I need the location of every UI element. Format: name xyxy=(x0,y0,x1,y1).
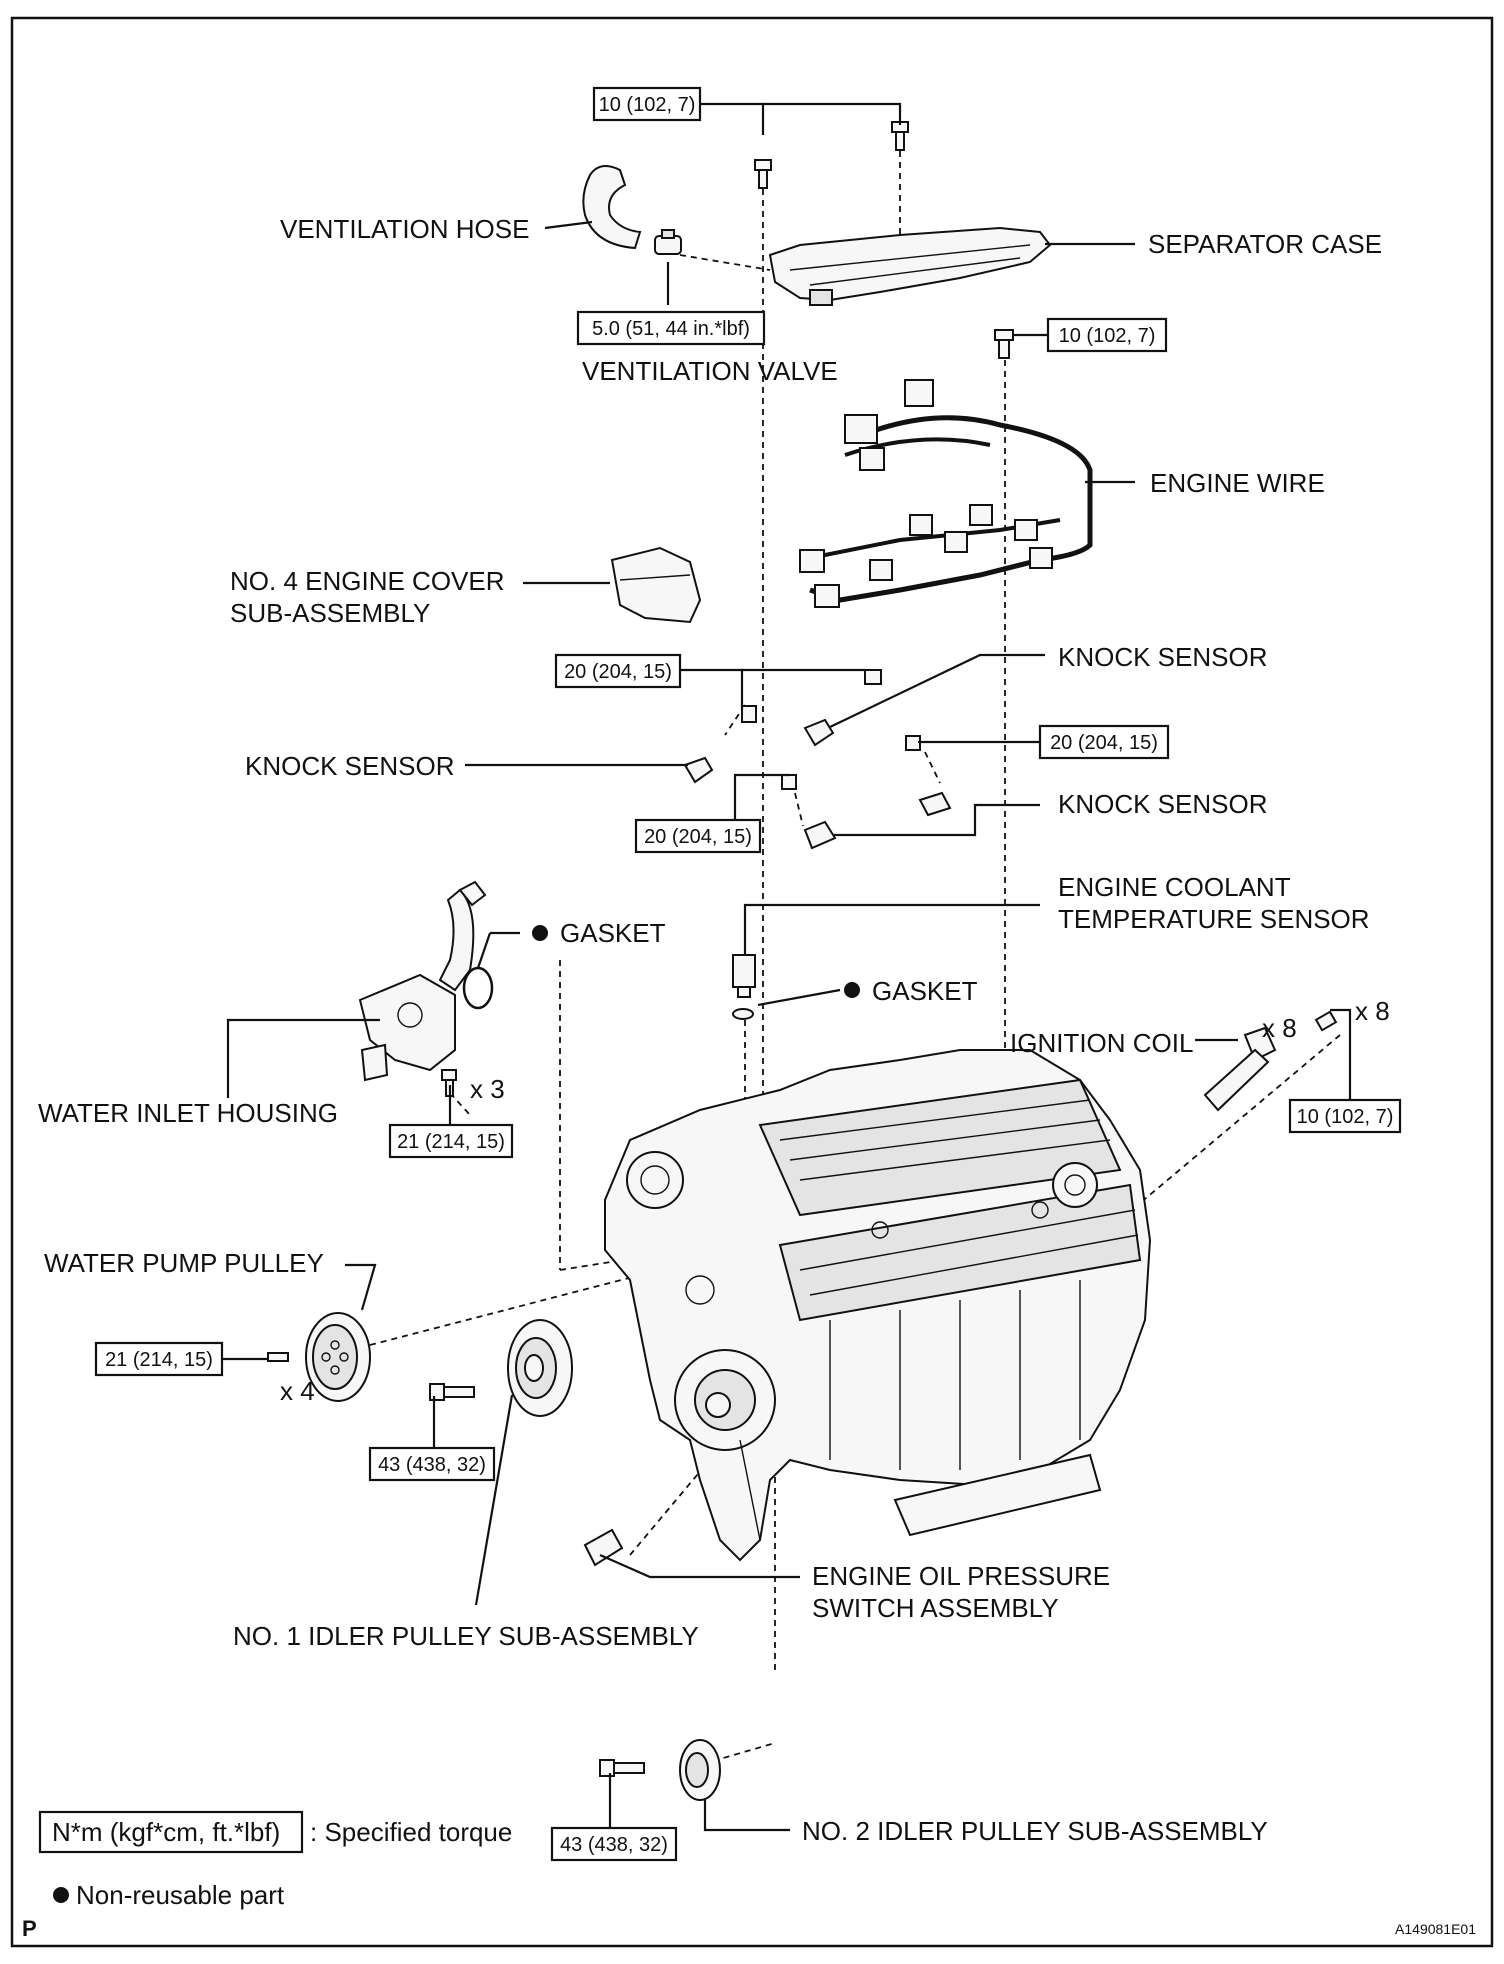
qty-ignition-coil-bolts: x 8 xyxy=(1355,996,1390,1026)
qty-ignition-coil: x 8 xyxy=(1262,1013,1297,1043)
label-no4-engine-cover-line2: SUB-ASSEMBLY xyxy=(230,598,430,628)
torque-value: 20 (204, 15) xyxy=(1050,732,1158,754)
label-ect-line1: ENGINE COOLANT xyxy=(1058,872,1291,902)
footer-left-mark: P xyxy=(22,1916,37,1941)
label-ventilation-valve: VENTILATION VALVE xyxy=(582,356,838,386)
torque-value: 43 (438, 32) xyxy=(378,1454,486,1476)
ect-sensor-drawing xyxy=(732,954,756,1020)
ventilation-hose-drawing xyxy=(582,165,642,250)
torque-value: 21 (214, 15) xyxy=(105,1349,213,1371)
label-ventilation-hose: VENTILATION HOSE xyxy=(280,214,529,244)
water-pump-pulley-drawing xyxy=(267,1312,371,1402)
torque-box-water-inlet: 21 (214, 15) xyxy=(388,1123,514,1159)
separator-case-drawing xyxy=(768,226,1052,302)
torque-value: 10 (102, 7) xyxy=(1297,1106,1394,1128)
qty-water-inlet-bolts: x 3 xyxy=(470,1074,505,1104)
non-reusable-bullet-icon xyxy=(53,1887,69,1903)
assembly-lines xyxy=(369,140,1341,1762)
ventilation-valve-drawing xyxy=(654,229,682,255)
label-no1-idler-pulley: NO. 1 IDLER PULLEY SUB-ASSEMBLY xyxy=(233,1621,699,1651)
legend-torque-text: : Specified torque xyxy=(310,1817,512,1847)
label-oil-pressure-line2: SWITCH ASSEMBLY xyxy=(812,1593,1059,1623)
legend-torque-unit: N*m (kgf*cm, ft.*lbf) xyxy=(52,1817,280,1847)
torque-box-ignition-coil: 10 (102, 7) xyxy=(1288,1098,1402,1134)
engine-wire-drawing xyxy=(799,379,1093,608)
page-frame xyxy=(10,16,1494,1948)
torque-box-knock-top: 20 (204, 15) xyxy=(554,653,682,689)
label-no2-idler-pulley: NO. 2 IDLER PULLEY SUB-ASSEMBLY xyxy=(802,1816,1268,1846)
label-ect-line2: TEMPERATURE SENSOR xyxy=(1058,904,1370,934)
torque-box-no2-idler: 43 (438, 32) xyxy=(550,1826,678,1862)
label-gasket: GASKET xyxy=(872,976,978,1006)
non-reusable-bullet-icon xyxy=(532,925,548,941)
ignition-coil-drawing xyxy=(1203,1010,1338,1112)
qty-water-pump-bolts: x 4 xyxy=(280,1376,315,1406)
torque-value: 10 (102, 7) xyxy=(599,94,696,116)
label-knock-sensor-left: KNOCK SENSOR xyxy=(245,751,455,781)
torque-box-separator: 10 (102, 7) xyxy=(592,86,702,122)
no2-idler-pulley-drawing xyxy=(599,1739,721,1801)
separator-bolts-drawing xyxy=(754,121,909,189)
label-water-inlet-housing: WATER INLET HOUSING xyxy=(38,1098,338,1128)
legend-non-reusable: Non-reusable part xyxy=(76,1880,285,1910)
leader-lines xyxy=(222,102,1352,1832)
torque-value: 20 (204, 15) xyxy=(644,826,752,848)
label-engine-wire: ENGINE WIRE xyxy=(1150,468,1325,498)
oil-pressure-switch-drawing xyxy=(583,1528,624,1567)
no4-engine-cover-drawing xyxy=(610,546,702,624)
torque-value: 5.0 (51, 44 in.*lbf) xyxy=(592,318,750,340)
torque-value: 21 (214, 15) xyxy=(397,1131,505,1153)
torque-box-knock-right: 20 (204, 15) xyxy=(1038,724,1170,760)
torque-box-knock-lower: 20 (204, 15) xyxy=(634,818,762,854)
engine-block xyxy=(604,1049,1152,1562)
label-knock-sensor-right: KNOCK SENSOR xyxy=(1058,789,1268,819)
label-no4-engine-cover-line1: NO. 4 ENGINE COVER xyxy=(230,566,505,596)
label-gasket: GASKET xyxy=(560,918,666,948)
gasket-ring-drawing xyxy=(462,966,494,1010)
torque-value: 20 (204, 15) xyxy=(564,661,672,683)
engine-wire-bolt-drawing xyxy=(994,329,1014,359)
label-water-pump-pulley: WATER PUMP PULLEY xyxy=(44,1248,324,1278)
torque-box-ventilation-valve: 5.0 (51, 44 in.*lbf) xyxy=(576,310,766,346)
water-inlet-housing-drawing xyxy=(358,880,487,1082)
torque-box-no1-idler: 43 (438, 32) xyxy=(368,1446,496,1482)
label-separator-case: SEPARATOR CASE xyxy=(1148,229,1382,259)
figure-code: A149081E01 xyxy=(1395,1921,1476,1937)
label-ignition-coil: IGNITION COIL xyxy=(1010,1028,1193,1058)
label-knock-sensor-top: KNOCK SENSOR xyxy=(1058,642,1268,672)
label-oil-pressure-line1: ENGINE OIL PRESSURE xyxy=(812,1561,1110,1591)
legend: N*m (kgf*cm, ft.*lbf) : Specified torque… xyxy=(38,1810,512,1910)
torque-box-water-pump-pulley: 21 (214, 15) xyxy=(94,1341,224,1377)
torque-value: 10 (102, 7) xyxy=(1059,325,1156,347)
no1-idler-pulley-drawing xyxy=(429,1319,573,1417)
non-reusable-bullet-icon xyxy=(844,982,860,998)
torque-box-engine-wire: 10 (102, 7) xyxy=(1046,317,1168,353)
torque-value: 43 (438, 32) xyxy=(560,1834,668,1856)
knock-sensors-drawing xyxy=(683,669,952,850)
